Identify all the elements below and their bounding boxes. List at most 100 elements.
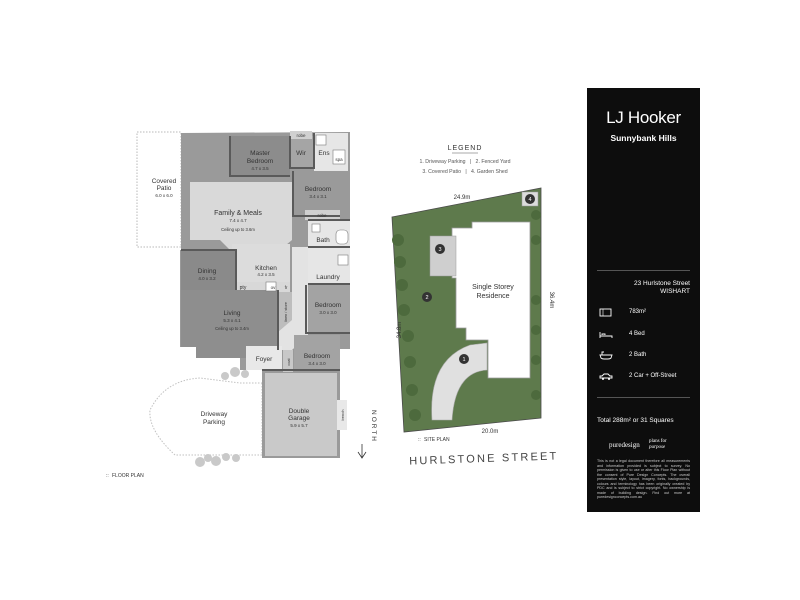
agency-panel: LJ Hooker Sunnybank Hills 23 Hurlstone S… [587, 88, 700, 512]
puredesign-logo: puredesign [609, 441, 640, 449]
patio-name: Covered [152, 178, 177, 185]
dim-bottom: 20.0m [482, 429, 499, 435]
feature-car-label: 2 Car + Off-Street [629, 373, 677, 379]
living-note: Ceiling up to 3.4m [215, 326, 249, 331]
dining-dims: 4.0 x 3.2 [198, 276, 216, 281]
marker-3-badge [435, 244, 445, 254]
living-name: Living [224, 310, 241, 317]
ens-label: Ens [318, 150, 330, 157]
bath-label: Bath [316, 237, 330, 244]
room-laundry [308, 248, 350, 284]
feature-land-label: 783m² [629, 309, 647, 315]
room-garage [265, 373, 337, 456]
fixtures [265, 134, 349, 292]
feature-bath: 2 Bath [599, 350, 689, 362]
coat-label: coat [287, 357, 291, 365]
marker-4-badge [525, 194, 535, 204]
covered-patio [136, 131, 182, 248]
marker-2: 2 [425, 295, 428, 301]
plans-logo: plans for [649, 439, 667, 444]
divider [597, 270, 690, 271]
floor-plan: Master Bedroom 4.7 x 3.5 Wir Ens robe sp… [106, 131, 377, 479]
site-plan: LEGEND 1. Driveway Parking | 2. Fenced Y… [391, 145, 559, 468]
room-family [190, 182, 292, 250]
room-coat [283, 350, 293, 372]
address-line-1: 23 Hurlstone Street [633, 280, 690, 287]
dim-right: 36.4m [548, 292, 554, 309]
site-plan-mark: :: [418, 437, 421, 443]
linen-label: linen / store [284, 302, 288, 322]
feature-car: 2 Car + Off-Street [599, 371, 689, 383]
room-bench [337, 400, 347, 430]
bed4-name: Bedroom [304, 353, 330, 360]
residence-label-2: Residence [476, 293, 509, 300]
brand-name: LJ Hooker [606, 108, 681, 127]
family-note: Ceiling up to 3.6m [221, 227, 255, 232]
patio-dims: 6.0 x 6.0 [155, 193, 173, 198]
floor-plan-label: FLOOR PLAN [112, 473, 144, 479]
residence-footprint [451, 221, 531, 379]
marker-3: 3 [438, 247, 441, 253]
driveway-area [149, 377, 263, 456]
disclaimer: This is not a legal document therefore a… [597, 459, 690, 499]
room-bed2 [293, 171, 340, 216]
bed-icon [599, 332, 613, 338]
legend-line-1: 1. Driveway Parking | 2. Fenced Yard [419, 159, 510, 165]
room-master [230, 136, 290, 176]
legend-line-2: 3. Covered Patio | 4. Garden Shed [422, 169, 507, 175]
total-area: Total 288m² or 31 Squares [597, 417, 674, 424]
room-pantry [236, 282, 290, 292]
divider [597, 397, 690, 398]
land-area-icon [599, 308, 612, 317]
family-name: Family & Meals [214, 210, 262, 217]
master-name: Master [250, 150, 271, 157]
car-icon [599, 373, 613, 380]
bed3-name: Bedroom [315, 302, 341, 309]
site-patio [429, 235, 457, 277]
wir-label: Wir [296, 150, 307, 157]
laundry-label: Laundry [316, 274, 340, 281]
marker-2-badge [422, 292, 432, 302]
north-arrow-icon [357, 444, 367, 459]
plans-logo-2: purpose [649, 445, 666, 450]
north-label: NORTH [370, 410, 377, 443]
patio-name2: Patio [157, 185, 172, 192]
residence-label: Single Storey [472, 284, 514, 291]
address: 23 Hurlstone Street WISHART [597, 280, 690, 296]
legend-title: LEGEND [448, 145, 483, 152]
brand-office: Sunnybank Hills [610, 133, 677, 143]
garage-name2: Garage [288, 415, 310, 422]
room-bed4 [294, 335, 340, 371]
dim-left: 34.8m [397, 322, 403, 339]
room-kitchen [232, 244, 290, 286]
room-hall [278, 247, 308, 350]
garage-dims: 5.9 x 5.7 [290, 423, 308, 428]
room-living [181, 290, 278, 358]
garage-name: Double [289, 408, 310, 415]
bath-icon [599, 351, 613, 360]
feature-bath-label: 2 Bath [629, 352, 647, 358]
spa-label: spa [335, 157, 343, 162]
robe-label-2: robe [317, 213, 327, 218]
bed4-dims: 3.4 x 3.0 [308, 361, 326, 366]
bed2-dims: 3.4 x 3.1 [309, 194, 327, 199]
feature-bed-label: 4 Bed [629, 331, 645, 337]
master-dims: 4.7 x 3.5 [251, 166, 269, 171]
marker-1: 1 [462, 357, 465, 363]
driveway-name: Driveway [201, 411, 228, 418]
ov-label: ov [271, 285, 277, 290]
robe-label-1: robe [296, 133, 306, 138]
room-linen [278, 292, 292, 332]
master-name2: Bedroom [247, 158, 273, 165]
living-dims: 5.3 x 4.1 [223, 318, 241, 323]
room-wir [290, 136, 314, 168]
dining-name: Dining [198, 268, 217, 275]
fr-label: fr [285, 285, 288, 290]
kitchen-name: Kitchen [255, 265, 277, 272]
site-driveway [431, 342, 488, 421]
bed2-name: Bedroom [305, 186, 331, 193]
room-bed3 [306, 285, 350, 333]
bench-label: bench [340, 410, 345, 421]
kitchen-dims: 4.2 x 3.5 [257, 272, 275, 277]
bed3-dims: 3.0 x 3.0 [319, 310, 337, 315]
